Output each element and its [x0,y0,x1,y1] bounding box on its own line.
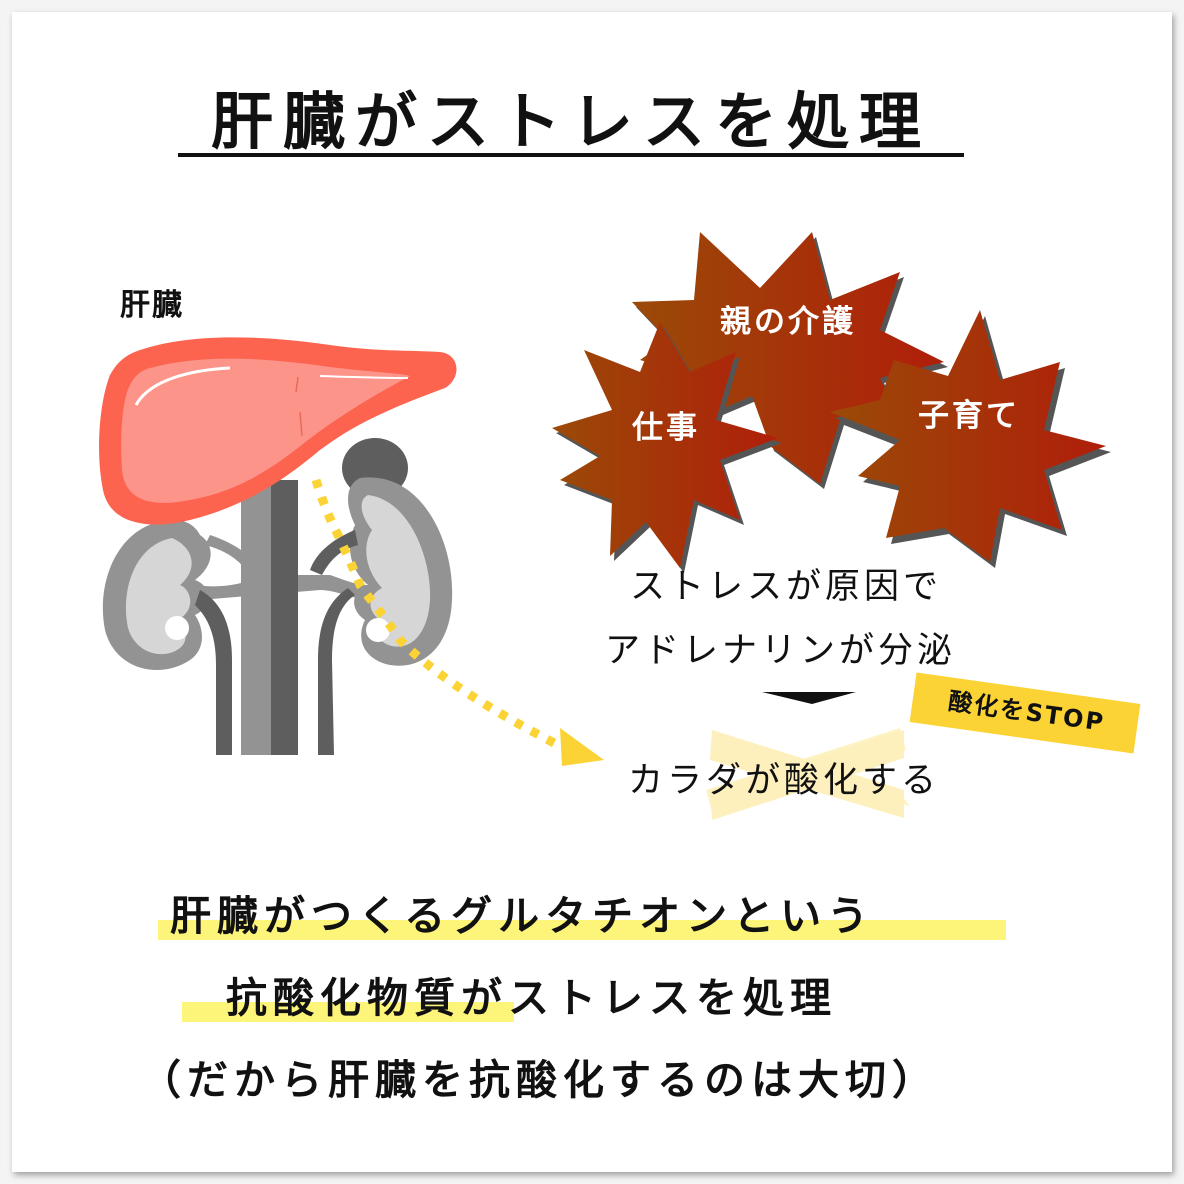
conclusion-highlight: 抗酸化物質 [226,974,461,1022]
stress-source-childcare: 子育て [918,398,1020,434]
conclusion-line-2: 抗酸化物質がストレスを処理 [226,964,837,1024]
burst-shapes [552,232,1111,573]
title-underline [178,153,964,157]
down-arrow-icon [762,692,856,704]
conclusion-rest: がストレスを処理 [461,974,837,1022]
organ-label: 肝臓 [120,288,184,323]
liver-illustration [99,337,457,525]
highlight-line-1 [158,920,1006,940]
flow-line-1: ストレスが原因で [630,567,943,607]
stress-source-care: 親の介護 [720,304,856,340]
dotted-arrow [311,478,604,766]
stress-source-work: 仕事 [632,410,700,446]
cross-mark [706,728,910,820]
highlight-line-2 [182,1002,514,1022]
flow-line-2: アドレナリンが分泌 [605,631,957,671]
conclusion-line-3: （だから肝臓を抗酸化するのは大切） [140,1056,939,1104]
flow-result: カラダが酸化する [628,761,941,801]
kidney-illustration [102,438,453,755]
page-title: 肝臓がストレスを処理 [210,85,931,158]
conclusion-line-1: 肝臓がつくるグルタチオンという [170,892,875,940]
